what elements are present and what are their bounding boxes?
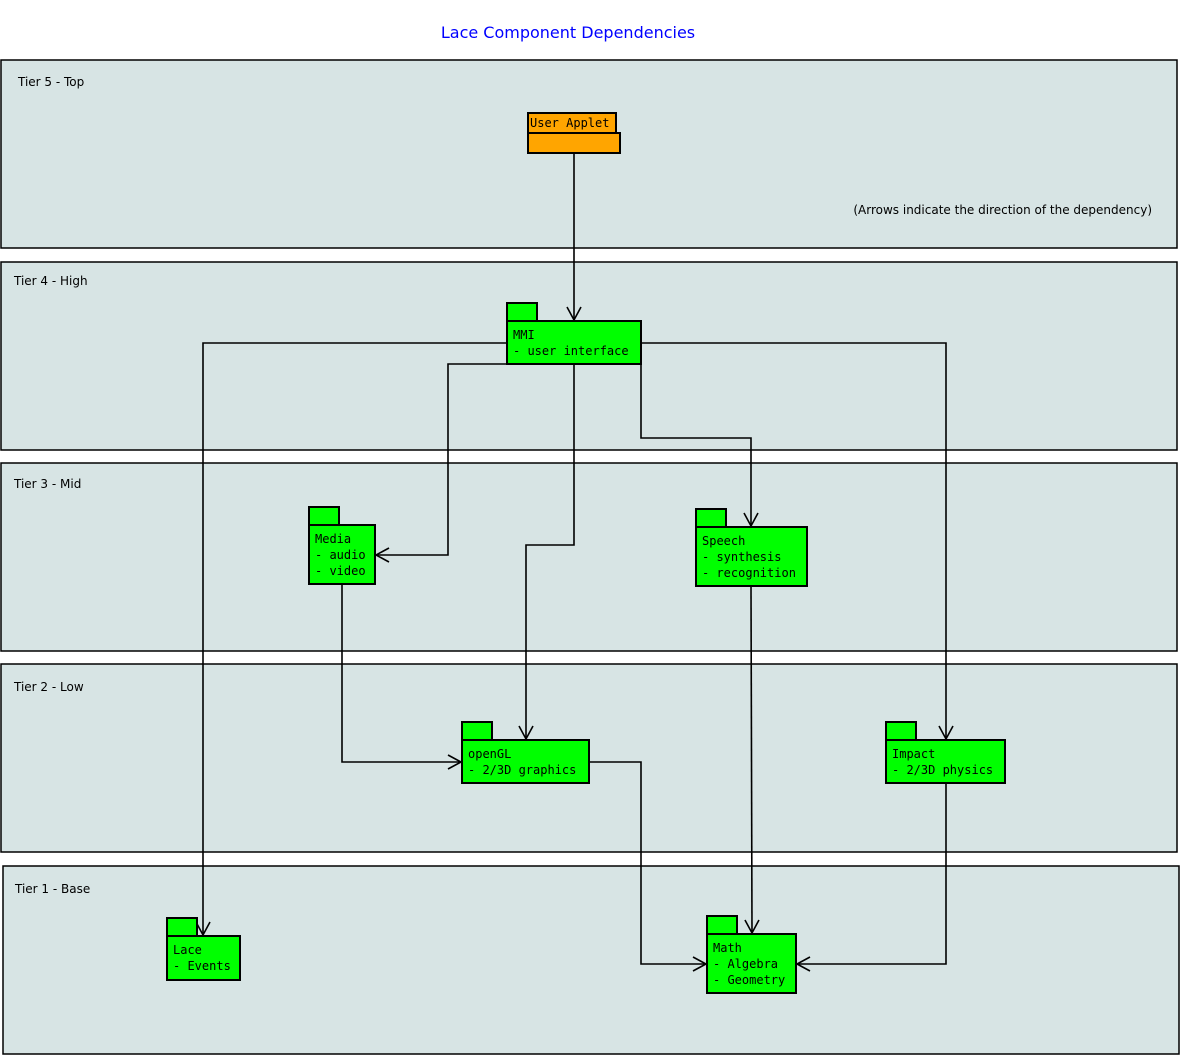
package-tab xyxy=(461,721,493,741)
package-name: Media xyxy=(315,532,351,546)
package-name: Lace xyxy=(173,943,202,957)
package-name: MMI xyxy=(513,328,535,342)
package-mmi[interactable]: MMI - user interface xyxy=(506,302,642,365)
package-name: Impact xyxy=(892,747,935,761)
edge-mmi-speech xyxy=(640,364,759,528)
package-math[interactable]: Math - Algebra - Geometry xyxy=(706,915,797,994)
tier-label: Tier 4 - High xyxy=(13,274,88,288)
package-tab xyxy=(706,915,738,935)
package-line: - user interface xyxy=(513,344,629,358)
package-impact[interactable]: Impact - 2/3D physics xyxy=(885,721,1006,784)
package-body xyxy=(506,320,642,365)
package-body xyxy=(695,526,808,587)
package-tab xyxy=(308,506,340,526)
edge-mmi-impact xyxy=(641,342,954,741)
package-body xyxy=(461,739,590,784)
package-name: openGL xyxy=(468,747,511,761)
package-tab xyxy=(695,508,727,528)
package-body xyxy=(706,933,797,994)
package-name: User Applet xyxy=(530,116,609,130)
package-line: - audio xyxy=(315,548,366,562)
edge-opengl-math xyxy=(589,761,708,972)
package-line: - Algebra xyxy=(713,957,778,971)
edge-speech-math xyxy=(744,585,760,935)
package-speech[interactable]: Speech - synthesis - recognition xyxy=(695,508,808,587)
package-line: - 2/3D graphics xyxy=(468,763,576,777)
package-line: - Geometry xyxy=(713,973,785,987)
package-tab xyxy=(506,302,538,322)
package-tab xyxy=(885,721,917,741)
package-lace[interactable]: Lace - Events xyxy=(166,917,241,981)
edge-mmi-lace xyxy=(195,342,507,937)
package-user-applet[interactable]: User Applet xyxy=(527,112,621,154)
package-body xyxy=(885,739,1006,784)
package-line: - recognition xyxy=(702,566,796,580)
package-line: - 2/3D physics xyxy=(892,763,993,777)
package-media[interactable]: Media - audio - video xyxy=(308,506,376,585)
tier-label: Tier 5 - Top xyxy=(17,75,84,89)
edge-mmi-media xyxy=(374,363,507,563)
tier-3-band xyxy=(0,462,1178,652)
edge-media-opengl xyxy=(341,584,463,770)
tier-label: Tier 1 - Base xyxy=(14,882,90,896)
package-line: - Events xyxy=(173,959,231,973)
package-body xyxy=(308,524,376,585)
package-name: Speech xyxy=(702,534,745,548)
package-line: - video xyxy=(315,564,366,578)
package-line: - synthesis xyxy=(702,550,781,564)
tier-label: Tier 3 - Mid xyxy=(13,477,81,491)
edges xyxy=(195,153,954,972)
tier-3: Tier 3 - Mid xyxy=(0,462,1178,652)
edge-impact-math xyxy=(795,783,947,972)
tier-label: Tier 2 - Low xyxy=(13,680,84,694)
package-name: Math xyxy=(713,941,742,955)
package-opengl[interactable]: openGL - 2/3D graphics xyxy=(461,721,590,784)
arrow-note: (Arrows indicate the direction of the de… xyxy=(853,203,1152,217)
package-body xyxy=(166,935,241,981)
diagram-title: Lace Component Dependencies xyxy=(441,23,695,42)
package-body xyxy=(527,132,621,154)
edge-mmi-opengl xyxy=(518,364,575,741)
package-tab xyxy=(166,917,198,937)
